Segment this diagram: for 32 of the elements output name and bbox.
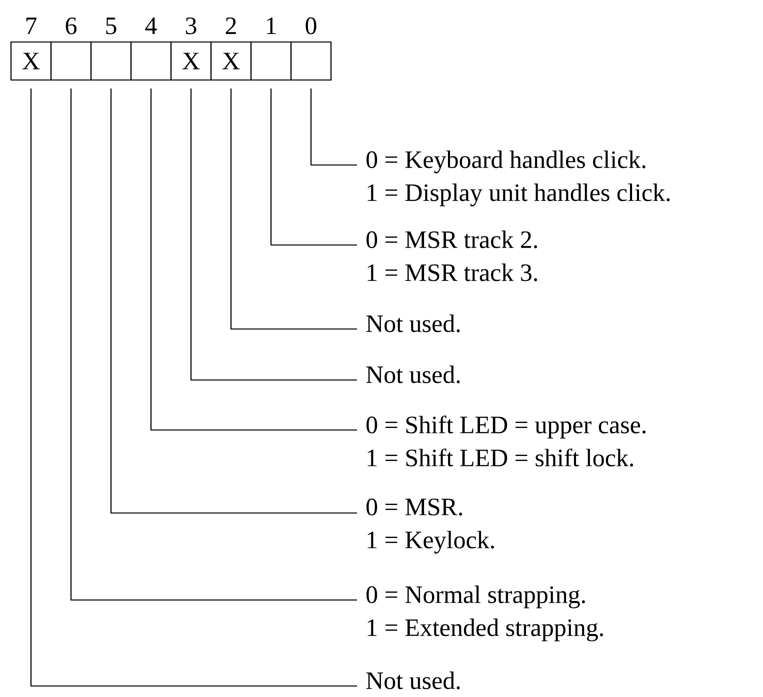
bit-cell: X — [10, 41, 52, 81]
description-text: Not used. — [366, 366, 460, 384]
bit-cell — [90, 41, 132, 81]
leader-line — [110, 88, 357, 514]
leader-line — [70, 88, 357, 601]
bit-number: 3 — [186, 17, 196, 34]
leader-line — [270, 88, 357, 246]
description-text: 0 = MSR track 2. 1 = MSR track 3. — [366, 230, 538, 282]
description-text: 0 = Normal strapping. 1 = Extended strapping. — [366, 586, 603, 642]
leader-line — [150, 88, 357, 431]
bit-cell — [290, 41, 332, 81]
bit-number: 7 — [26, 18, 37, 34]
description-text: 0 = Keyboard handles click. 1 = Display unit handles click. — [366, 150, 670, 206]
leader-line — [310, 88, 357, 166]
bit-number: 5 — [106, 18, 116, 34]
description-text: 0 = Shift LED = upper case. 1 = Shift LED = shift lock. — [366, 416, 646, 467]
bit-cell: X — [170, 41, 212, 81]
description-text: Not used. — [366, 672, 460, 690]
description-text: 0 = MSR. 1 = Keylock. — [366, 498, 494, 554]
bit-number: 6 — [66, 17, 77, 34]
bit-number: 4 — [145, 18, 157, 34]
bit-number: 1 — [266, 18, 276, 34]
bit-number: 0 — [306, 17, 316, 34]
description-text: Not used. — [366, 314, 460, 332]
bit-cell — [250, 41, 292, 81]
bit-cell: X — [210, 41, 252, 81]
bit-cell — [130, 41, 172, 81]
bit-cell — [50, 41, 92, 81]
leader-line — [190, 88, 357, 381]
leader-line — [230, 88, 357, 330]
leader-line — [30, 88, 357, 687]
bit-number: 2 — [226, 17, 236, 34]
